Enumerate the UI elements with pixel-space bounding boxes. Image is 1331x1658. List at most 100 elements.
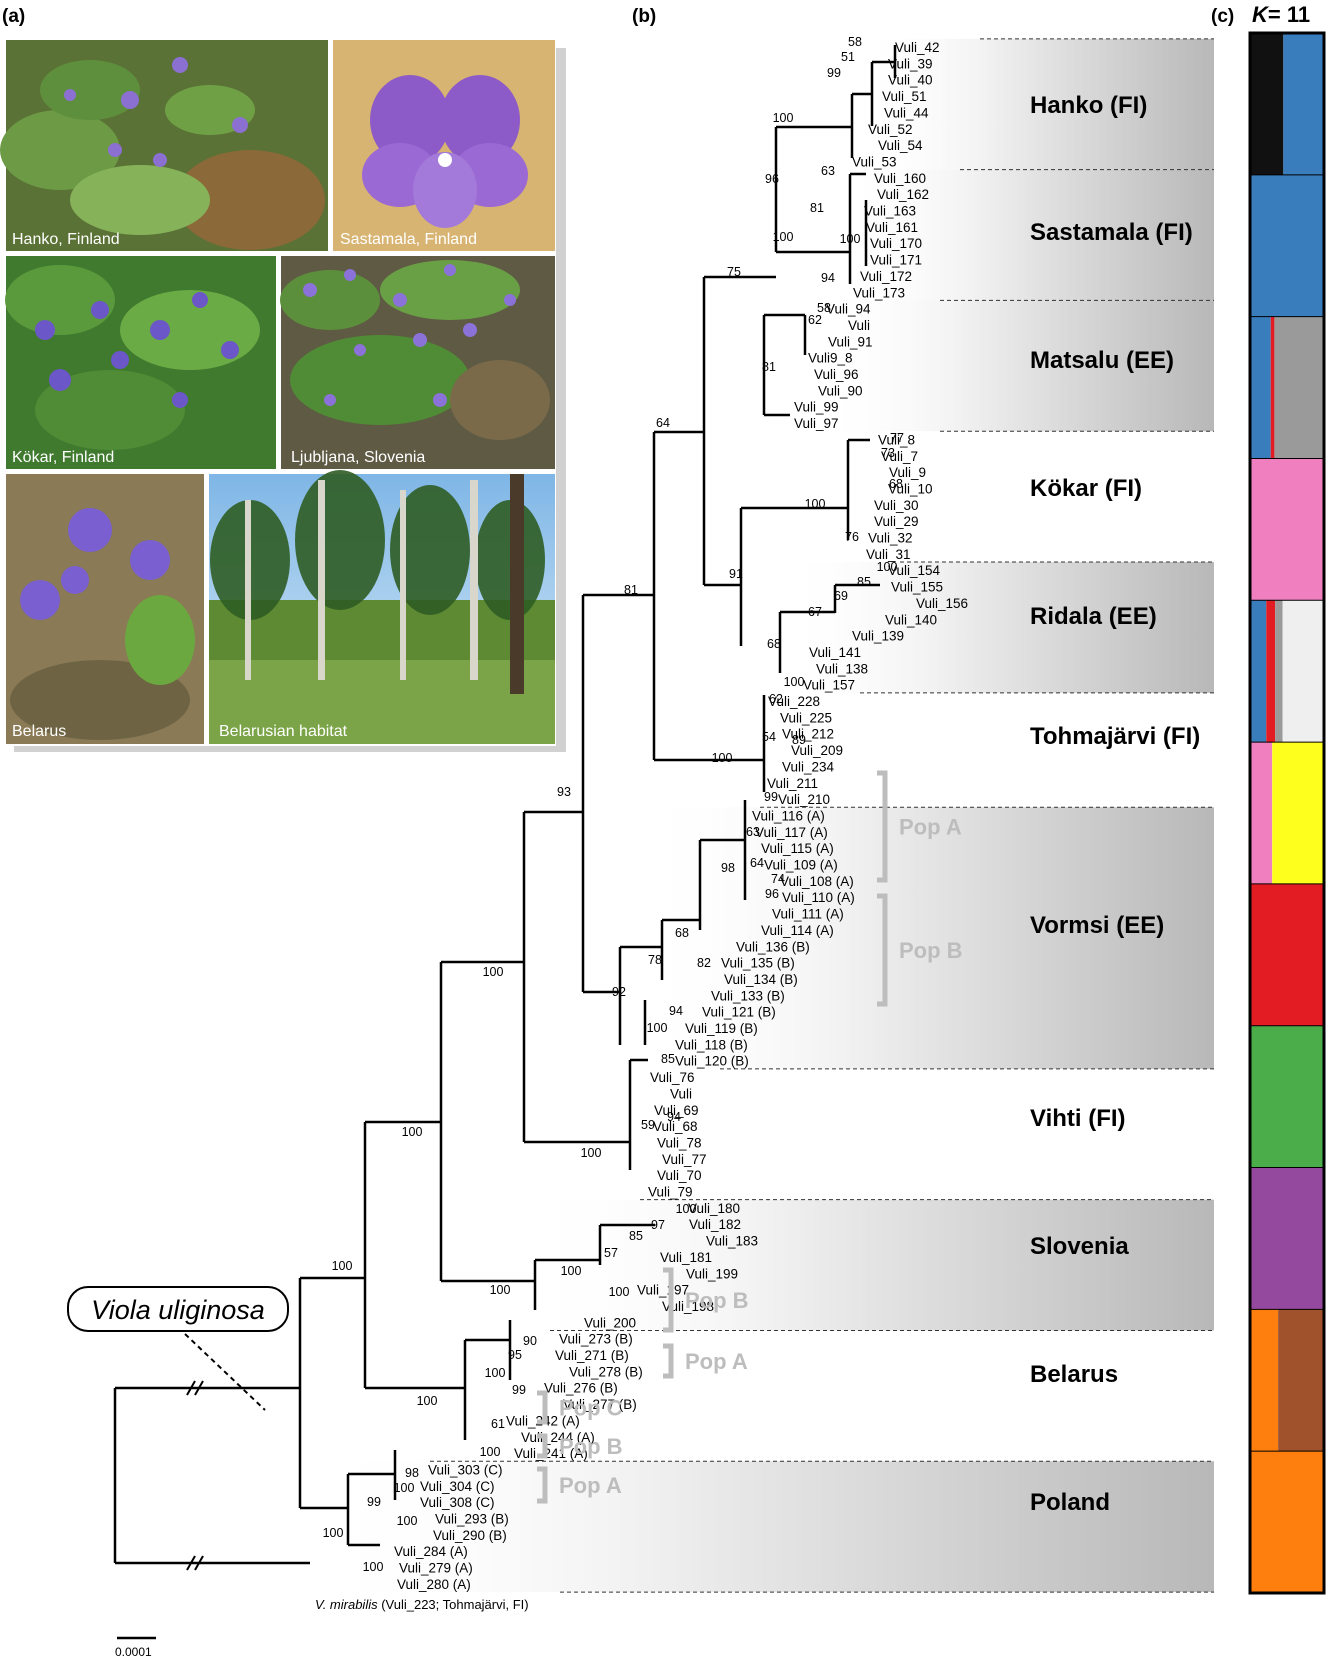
tip-label: Vuli_162 <box>877 187 929 202</box>
population-name: Tohmajärvi (FI) <box>1030 723 1200 750</box>
support-value: 63 <box>746 825 760 839</box>
tip-label: Vuli_200 <box>584 1315 636 1330</box>
support-value: 78 <box>648 953 662 967</box>
photo-caption-sastamala: Sastamala, Finland <box>340 231 477 248</box>
support-value: 93 <box>557 785 571 799</box>
support-value: 91 <box>729 567 743 581</box>
structure-segment <box>1250 884 1324 1026</box>
support-value: 81 <box>762 360 776 374</box>
photo-hanko: Hanko, Finland <box>0 40 328 251</box>
tip-label: Vuli_171 <box>870 253 922 268</box>
population-name: Kökar (FI) <box>1030 475 1142 502</box>
tip-label: Vuli_29 <box>874 514 919 529</box>
tip-label: Vuli_40 <box>888 73 933 88</box>
support-value: 100 <box>712 751 733 765</box>
structure-segment <box>1250 175 1324 317</box>
support-value: 100 <box>480 1445 501 1459</box>
tip-label: Vuli_70 <box>657 1168 702 1183</box>
tip-label: Vuli_172 <box>860 269 912 284</box>
support-value: 96 <box>765 887 779 901</box>
support-value: 92 <box>612 985 626 999</box>
support-value: 98 <box>721 861 735 875</box>
tip-label: Vuli_280 (A) <box>397 1577 471 1592</box>
support-value: 100 <box>397 1514 418 1528</box>
tip-label: Vuli_77 <box>662 1152 707 1167</box>
structure-plot <box>1250 33 1324 1594</box>
support-value: 100 <box>805 497 826 511</box>
tip-label: Vuli_308 (C) <box>420 1495 495 1510</box>
support-value: 100 <box>609 1285 630 1299</box>
species-label: Viola uliginosa <box>91 1295 265 1325</box>
tip-label: Vuli_139 <box>852 629 904 644</box>
support-value: 100 <box>483 965 504 979</box>
tip-label: Vuli_212 <box>782 727 834 742</box>
photo-sastamala: Sastamala, Finland <box>333 40 555 251</box>
support-value: 64 <box>656 416 670 430</box>
structure-segment <box>1250 1309 1278 1451</box>
population-name: Vihti (FI) <box>1030 1105 1126 1132</box>
structure-segment <box>1283 600 1324 742</box>
structure-segment <box>1275 600 1282 742</box>
tip-label: Vuli_181 <box>660 1250 712 1265</box>
tip-label: Vuli_52 <box>868 122 913 137</box>
subpop-label: Pop B <box>899 938 963 963</box>
support-value: 96 <box>765 172 779 186</box>
support-value: 99 <box>512 1383 526 1397</box>
panel-label-b: (b) <box>632 6 656 27</box>
tip-label: Vuli_161 <box>866 220 918 235</box>
tip-label: Vuli_54 <box>878 138 923 153</box>
support-value: 85 <box>857 575 871 589</box>
tip-label: Vuli_182 <box>689 1217 741 1232</box>
photo-caption-hanko: Hanko, Finland <box>12 231 120 248</box>
photo-kokar: Kökar, Finland <box>5 256 276 469</box>
tip-label: Vuli_304 (C) <box>420 1479 495 1494</box>
tip-label: Vuli_293 (B) <box>435 1512 509 1527</box>
structure-segment <box>1283 33 1324 175</box>
tip-label: Vuli_42 <box>895 40 940 55</box>
tip-label: Vuli_183 <box>706 1234 758 1249</box>
support-value: 76 <box>845 530 859 544</box>
support-value: 94 <box>669 1004 683 1018</box>
support-value: 82 <box>697 956 711 970</box>
support-value: 100 <box>490 1283 511 1297</box>
population-name: Belarus <box>1030 1361 1118 1388</box>
subpop-label: Pop B <box>685 1288 749 1313</box>
tip-label: Vuli_115 (A) <box>761 841 834 856</box>
support-value: 81 <box>624 583 638 597</box>
support-value: 58 <box>848 35 862 49</box>
support-value: 81 <box>810 201 824 215</box>
support-value: 68 <box>675 926 689 940</box>
tip-label: Vuli_211 <box>767 776 818 791</box>
support-value: 97 <box>651 1218 665 1232</box>
tip-label: Vuli <box>670 1086 692 1101</box>
support-value: 100 <box>647 1021 668 1035</box>
structure-segment <box>1272 742 1324 884</box>
support-value: 74 <box>771 872 785 886</box>
tip-label: Vuli_108 (A) <box>780 874 854 889</box>
tip-label: Vuli_114 (A) <box>761 923 834 938</box>
support-value: 73 <box>881 446 895 460</box>
tip-label: Vuli_96 <box>814 367 859 382</box>
tip-label: Vuli_118 (B) <box>675 1037 748 1052</box>
support-value: 59 <box>641 1118 655 1132</box>
support-value: 100 <box>840 232 861 246</box>
support-value: 100 <box>363 1560 384 1574</box>
tip-label: Vuli_271 (B) <box>555 1348 629 1363</box>
support-value: 62 <box>808 313 822 327</box>
tip-label: Vuli_135 (B) <box>721 956 795 971</box>
photo-ljubljana: Ljubljana, Slovenia <box>280 256 555 469</box>
tip-label: Vuli_117 (A) <box>755 825 828 840</box>
support-value: 68 <box>767 637 781 651</box>
support-value: 100 <box>877 560 898 574</box>
support-value: 54 <box>762 730 776 744</box>
bracket-line <box>663 1346 671 1376</box>
tip-label: Vuli_116 (A) <box>752 808 825 823</box>
tip-label: Vuli_121 (B) <box>702 1005 776 1020</box>
tip-label: Vuli_197 <box>637 1283 689 1298</box>
support-value: 63 <box>821 164 835 178</box>
tip-label: Vuli_157 <box>803 678 855 693</box>
panel-label-c: (c) <box>1211 6 1234 27</box>
structure-segment <box>1266 600 1275 742</box>
subpop-label: Pop C <box>559 1396 623 1421</box>
photo-caption-habitat: Belarusian habitat <box>219 723 348 740</box>
